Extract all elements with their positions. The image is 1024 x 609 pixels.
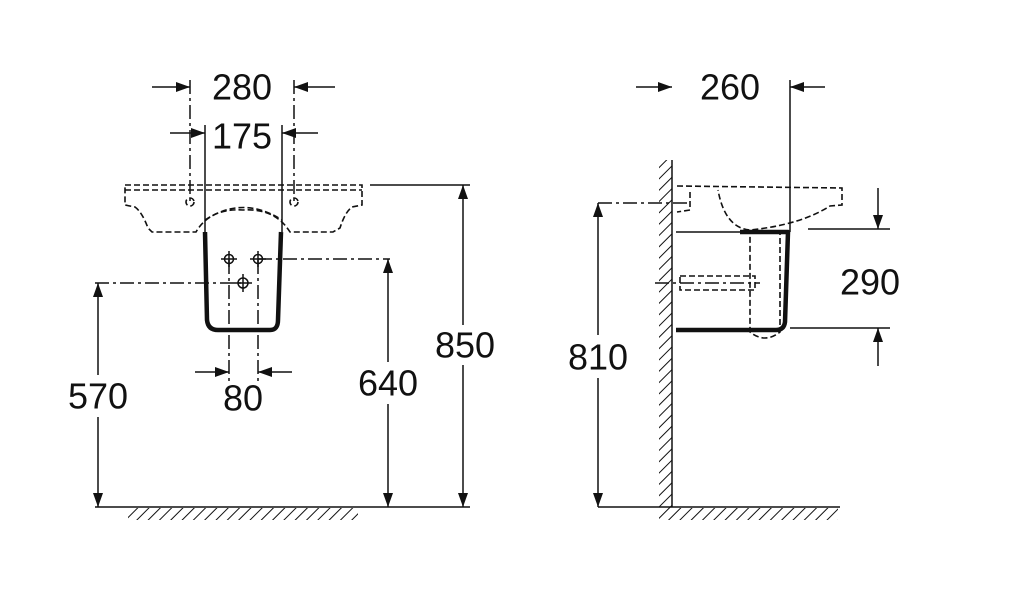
basin-outline <box>124 184 363 233</box>
dimension-290: 290 <box>840 262 900 303</box>
semi-pedestal <box>202 231 284 333</box>
front-view: 280 175 80 850 640 570 <box>68 67 495 520</box>
dimension-260: 260 <box>700 67 760 108</box>
dimension-850: 850 <box>435 325 495 366</box>
wall-hatching <box>659 160 672 520</box>
dimension-80: 80 <box>223 378 263 419</box>
dimension-280: 280 <box>212 67 272 108</box>
pedestal-side <box>676 229 791 333</box>
dimension-175: 175 <box>212 116 272 157</box>
floor-hatching <box>128 508 358 520</box>
waste-hole <box>234 274 252 292</box>
dimension-810: 810 <box>568 337 628 378</box>
dimension-570: 570 <box>68 376 128 417</box>
dimension-640: 640 <box>358 363 418 404</box>
floor-hatching-side <box>672 508 838 520</box>
side-view: 260 290 810 <box>568 67 900 520</box>
basin-side-outline <box>676 185 843 231</box>
